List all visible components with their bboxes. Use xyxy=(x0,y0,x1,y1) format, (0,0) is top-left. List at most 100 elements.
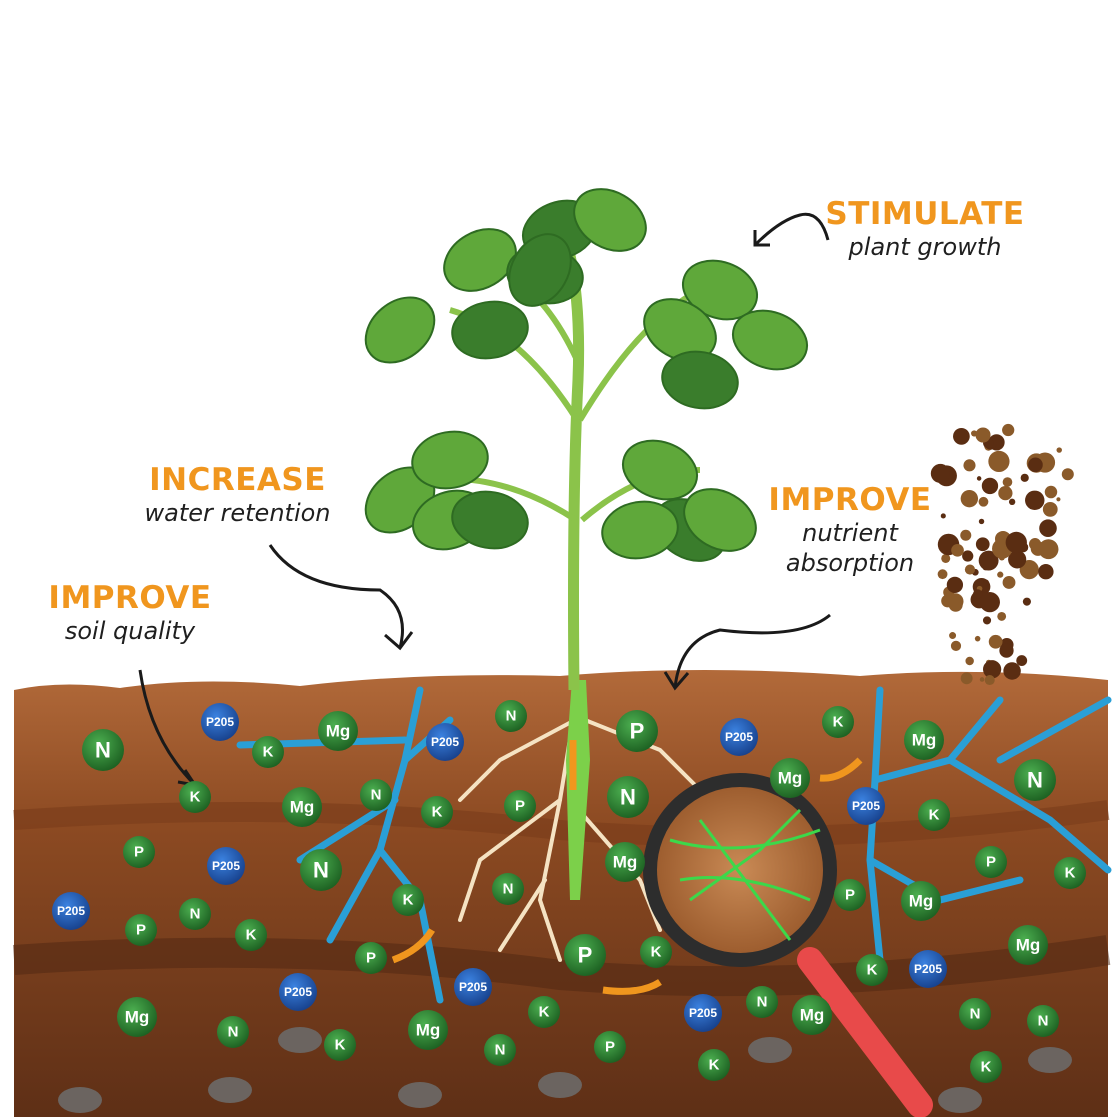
nutrient-p205: P205 xyxy=(684,994,722,1032)
nutrient-p: P xyxy=(616,710,658,752)
nutrient-p205: P205 xyxy=(426,723,464,761)
nutrient-label: P205 xyxy=(852,799,880,813)
soil-particle xyxy=(1003,662,1021,680)
nutrient-p205: P205 xyxy=(720,718,758,756)
rock xyxy=(398,1082,442,1108)
soil-particle xyxy=(1002,423,1015,437)
nutrient-k: K xyxy=(392,884,424,916)
improve-absorption-label: IMPROVE nutrient absorption xyxy=(760,482,940,578)
nutrient-label: P205 xyxy=(431,735,459,749)
nutrient-label: P205 xyxy=(212,859,240,873)
soil-particle xyxy=(1038,539,1059,560)
rock xyxy=(278,1027,322,1053)
soil-particle xyxy=(1002,576,1016,589)
nutrient-p205: P205 xyxy=(207,847,245,885)
soil-particle xyxy=(983,579,989,586)
rock xyxy=(538,1072,582,1098)
nutrient-label: P xyxy=(986,854,996,871)
soil-particle xyxy=(975,427,991,443)
nutrient-label: N xyxy=(313,858,329,883)
soil-particle xyxy=(946,576,964,593)
rocks xyxy=(58,1027,1072,1113)
leaf xyxy=(683,488,757,552)
soil-particle xyxy=(974,635,981,642)
leaf xyxy=(443,228,517,292)
nutrient-k: K xyxy=(822,706,854,738)
nutrient-n: N xyxy=(179,898,211,930)
nutrient-p: P xyxy=(125,914,157,946)
soil-particle xyxy=(949,632,957,640)
soil-particle xyxy=(978,518,985,525)
soil-particle xyxy=(1056,497,1061,502)
nutrient-p205: P205 xyxy=(847,787,885,825)
nutrient-k: K xyxy=(918,799,950,831)
rock xyxy=(208,1077,252,1103)
improve-soil-label: IMPROVE soil quality xyxy=(30,580,230,646)
stimulate-label: STIMULATE plant growth xyxy=(820,196,1030,262)
nutrient-p: P xyxy=(594,1031,626,1063)
nutrient-k: K xyxy=(179,781,211,813)
soil-particle xyxy=(960,529,972,541)
nutrient-label: K xyxy=(432,804,443,821)
nutrient-p205: P205 xyxy=(201,703,239,741)
soil-particle xyxy=(999,643,1014,658)
nutrient-n: N xyxy=(746,986,778,1018)
nutrient-label: N xyxy=(371,787,382,804)
nutrient-label: P205 xyxy=(206,715,234,729)
nutrient-p: P xyxy=(355,942,387,974)
soil-particle xyxy=(937,569,948,580)
nutrient-p: P xyxy=(504,790,536,822)
nutrient-label: Mg xyxy=(912,731,937,750)
soil-particle xyxy=(998,485,1013,501)
nutrient-p: P xyxy=(834,879,866,911)
nutrient-k: K xyxy=(970,1051,1002,1083)
soil-particle xyxy=(953,427,970,445)
increase-title: INCREASE xyxy=(149,462,326,498)
nutrient-mg: Mg xyxy=(770,758,810,798)
soil-particle xyxy=(975,537,990,552)
leaf xyxy=(682,259,758,321)
soil-particle xyxy=(1039,519,1057,538)
nutrient-label: K xyxy=(981,1059,992,1076)
soil-particle xyxy=(978,496,989,507)
soil-particle xyxy=(941,553,951,563)
leaf xyxy=(732,309,808,371)
nutrient-mg: Mg xyxy=(282,787,322,827)
nutrient-label: Mg xyxy=(125,1008,150,1027)
nutrient-mg: Mg xyxy=(605,842,645,882)
nutrient-n: N xyxy=(217,1016,249,1048)
nutrient-n: N xyxy=(1027,1005,1059,1037)
nutrient-label: Mg xyxy=(800,1006,825,1025)
nutrient-label: N xyxy=(1038,1013,1049,1030)
rock xyxy=(938,1087,982,1113)
soil-particle xyxy=(979,677,985,682)
rock xyxy=(748,1037,792,1063)
leaf xyxy=(508,233,572,307)
leaf xyxy=(451,300,529,360)
improve-soil-subtitle: soil quality xyxy=(64,617,196,645)
nutrient-label: P205 xyxy=(725,730,753,744)
nutrient-label: K xyxy=(929,807,940,824)
soil-particle xyxy=(981,477,999,495)
nutrient-label: K xyxy=(263,744,274,761)
root-base xyxy=(566,680,590,900)
leaves xyxy=(364,188,808,562)
nutrient-label: P205 xyxy=(284,985,312,999)
nutrient-label: K xyxy=(709,1057,720,1074)
nutrient-label: N xyxy=(228,1024,239,1041)
soil-particle xyxy=(971,430,978,437)
soil-particle xyxy=(1016,655,1028,667)
nutrient-label: P xyxy=(366,950,376,967)
nutrient-label: P xyxy=(605,1039,615,1056)
nutrient-p: P xyxy=(123,836,155,868)
soil-particle xyxy=(997,611,1007,621)
nutrient-label: K xyxy=(335,1037,346,1054)
leaf xyxy=(573,188,647,252)
nutrient-n: N xyxy=(82,729,124,771)
nutrient-label: Mg xyxy=(1016,936,1041,955)
stimulate-subtitle: plant growth xyxy=(848,233,1002,261)
nutrient-label: P205 xyxy=(914,962,942,976)
leaf xyxy=(601,500,679,560)
nutrient-label: P xyxy=(515,798,525,815)
soil-particle xyxy=(962,550,974,562)
